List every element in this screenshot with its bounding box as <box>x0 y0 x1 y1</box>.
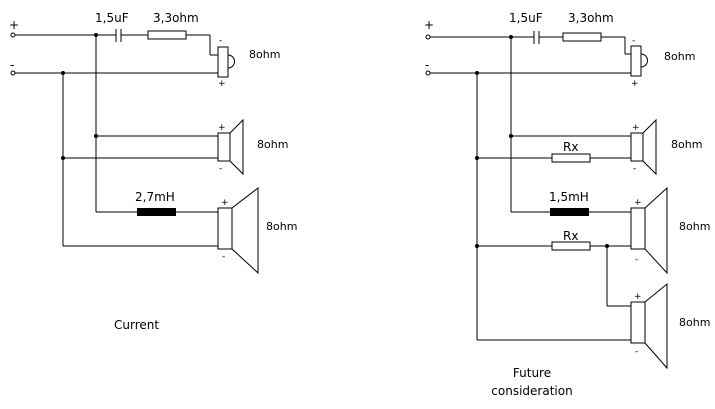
left-mid-minus: - <box>219 164 222 174</box>
right-mid-impedance: 8ohm <box>671 138 702 151</box>
right-junction <box>605 244 609 248</box>
right-capacitor-label: 1,5uF <box>509 11 543 25</box>
left-mid-impedance: 8ohm <box>257 138 288 151</box>
left-tweeter-impedance: 8ohm <box>249 48 280 61</box>
right-woofer1-magnet <box>630 207 646 250</box>
left-tweeter-minus: - <box>219 36 222 46</box>
right-tweeter-dome <box>640 53 648 68</box>
left-woofer-impedance: 8ohm <box>266 220 297 233</box>
right-resistor <box>562 32 602 42</box>
right-junction <box>509 35 513 39</box>
right-tweeter <box>630 45 642 77</box>
left-tweeter-plus: + <box>218 79 226 89</box>
left-woofer-minus: - <box>222 252 225 262</box>
right-woofer2-cone <box>644 282 668 370</box>
current-circuit: + - 1,5uF 3,3ohm - + 8ohm + <box>9 11 297 332</box>
left-woofer-plus: + <box>221 198 229 208</box>
right-mid-rx-label: Rx <box>563 140 578 154</box>
left-midrange-cone <box>229 118 244 176</box>
right-woofer1-cone <box>644 186 668 275</box>
right-junction <box>475 244 479 248</box>
left-woofer-magnet <box>217 207 233 250</box>
right-plus-terminal <box>425 34 431 40</box>
right-woofer2-impedance: 8ohm <box>679 316 710 329</box>
left-minus-sign: - <box>10 58 14 72</box>
right-midrange-magnet <box>630 132 644 162</box>
right-mid-minus: - <box>633 164 636 174</box>
left-junction <box>94 134 98 138</box>
left-resistor <box>147 30 187 40</box>
left-resistor-label: 3,3ohm <box>153 11 199 25</box>
left-junction <box>94 33 98 37</box>
right-woofer1-impedance: 8ohm <box>679 220 710 233</box>
right-plus-sign: + <box>424 18 434 32</box>
right-junction <box>509 134 513 138</box>
right-mid-plus: + <box>632 123 640 133</box>
right-inductor <box>550 208 589 216</box>
right-minus-sign: - <box>425 58 429 72</box>
right-woofer-rx-resistor <box>551 241 591 251</box>
right-caption-line2: consideration <box>491 384 572 398</box>
right-woofer1-plus: + <box>634 198 642 208</box>
right-junction <box>475 156 479 160</box>
right-resistor-label: 3,3ohm <box>568 11 614 25</box>
right-woofer2-minus: - <box>635 347 638 357</box>
future-circuit: + - 1,5uF 3,3ohm - + 8ohm Rx <box>424 11 710 398</box>
left-woofer-cone <box>231 186 259 275</box>
left-plus-sign: + <box>9 18 19 32</box>
left-inductor <box>137 208 176 216</box>
right-tweeter-minus: - <box>632 36 635 46</box>
left-midrange-magnet <box>217 132 231 162</box>
left-plus-terminal <box>10 32 16 38</box>
right-mid-rx-resistor <box>551 153 591 163</box>
left-tweeter-dome <box>227 54 235 69</box>
left-junction <box>61 156 65 160</box>
left-capacitor-label: 1,5uF <box>95 11 129 25</box>
left-mid-plus: + <box>218 123 226 133</box>
right-woofer2-magnet <box>630 301 646 344</box>
right-midrange-cone <box>642 118 657 176</box>
left-inductor-label: 2,7mH <box>135 190 175 204</box>
right-woofer1-minus: - <box>635 255 638 265</box>
right-caption-line1: Future <box>513 366 551 380</box>
right-woofer-rx-label: Rx <box>563 229 578 243</box>
left-caption: Current <box>114 318 159 332</box>
right-woofer2-plus: + <box>634 292 642 302</box>
right-tweeter-impedance: 8ohm <box>664 50 695 63</box>
left-tweeter <box>217 46 229 78</box>
right-inductor-label: 1,5mH <box>549 190 589 204</box>
right-tweeter-plus: + <box>631 79 639 89</box>
